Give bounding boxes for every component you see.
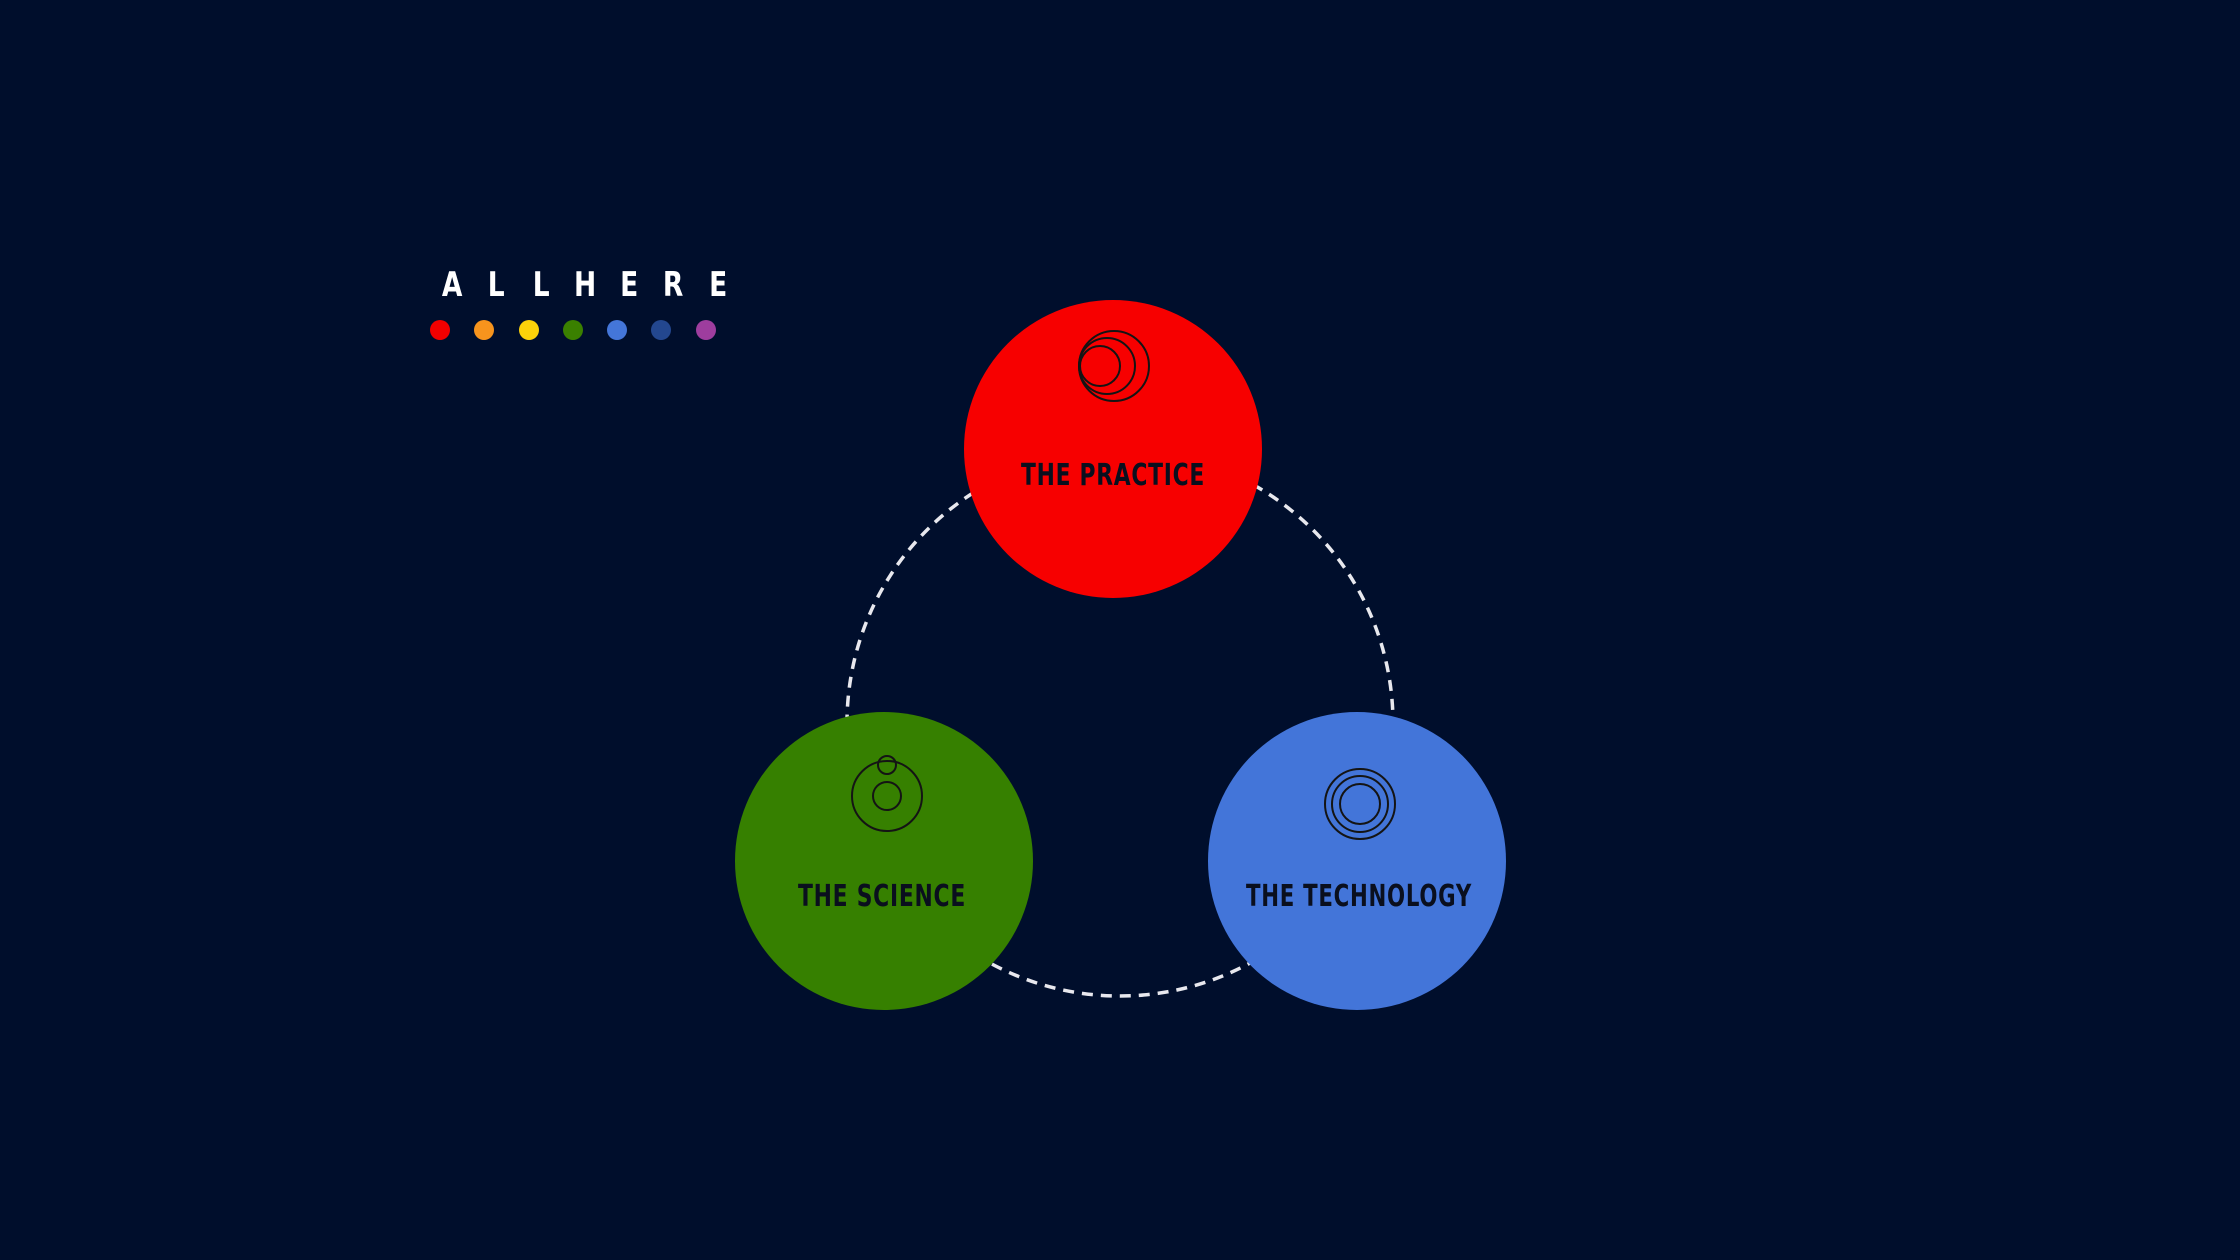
logo-letter: E <box>620 265 639 305</box>
node-technology-label: THE TECHNOLOGY <box>1246 879 1472 914</box>
logo-dot <box>562 320 583 340</box>
logo-dot <box>607 320 628 340</box>
logo-dot <box>430 320 450 340</box>
allhere-logo: A L L H E R E <box>430 262 730 352</box>
node-science-circle <box>735 712 1033 1010</box>
logo-color-dots <box>430 320 740 340</box>
logo-dot <box>695 320 716 340</box>
logo-letter: E <box>708 265 727 305</box>
node-technology-circle <box>1208 712 1506 1010</box>
orbit-icon <box>851 755 923 832</box>
logo-wordmark: A L L H E R E <box>430 262 740 308</box>
logo-letter: H <box>573 265 597 305</box>
node-science: THE SCIENCE <box>735 712 1033 1010</box>
node-technology: THE TECHNOLOGY <box>1208 712 1506 1010</box>
logo-dot <box>518 320 539 340</box>
logo-letter: L <box>487 265 505 305</box>
logo-dot <box>474 320 495 340</box>
logo-letter: R <box>663 265 684 305</box>
node-practice-circle <box>964 300 1262 598</box>
node-practice-label: THE PRACTICE <box>1021 458 1205 493</box>
logo-letter: A <box>441 265 463 305</box>
logo-letter: L <box>532 265 550 305</box>
node-practice: THE PRACTICE <box>964 300 1262 598</box>
logo-dot <box>651 320 672 340</box>
overlapping-circles-icon <box>1078 330 1150 402</box>
node-science-label: THE SCIENCE <box>798 879 966 914</box>
concentric-circles-icon <box>1324 768 1396 840</box>
